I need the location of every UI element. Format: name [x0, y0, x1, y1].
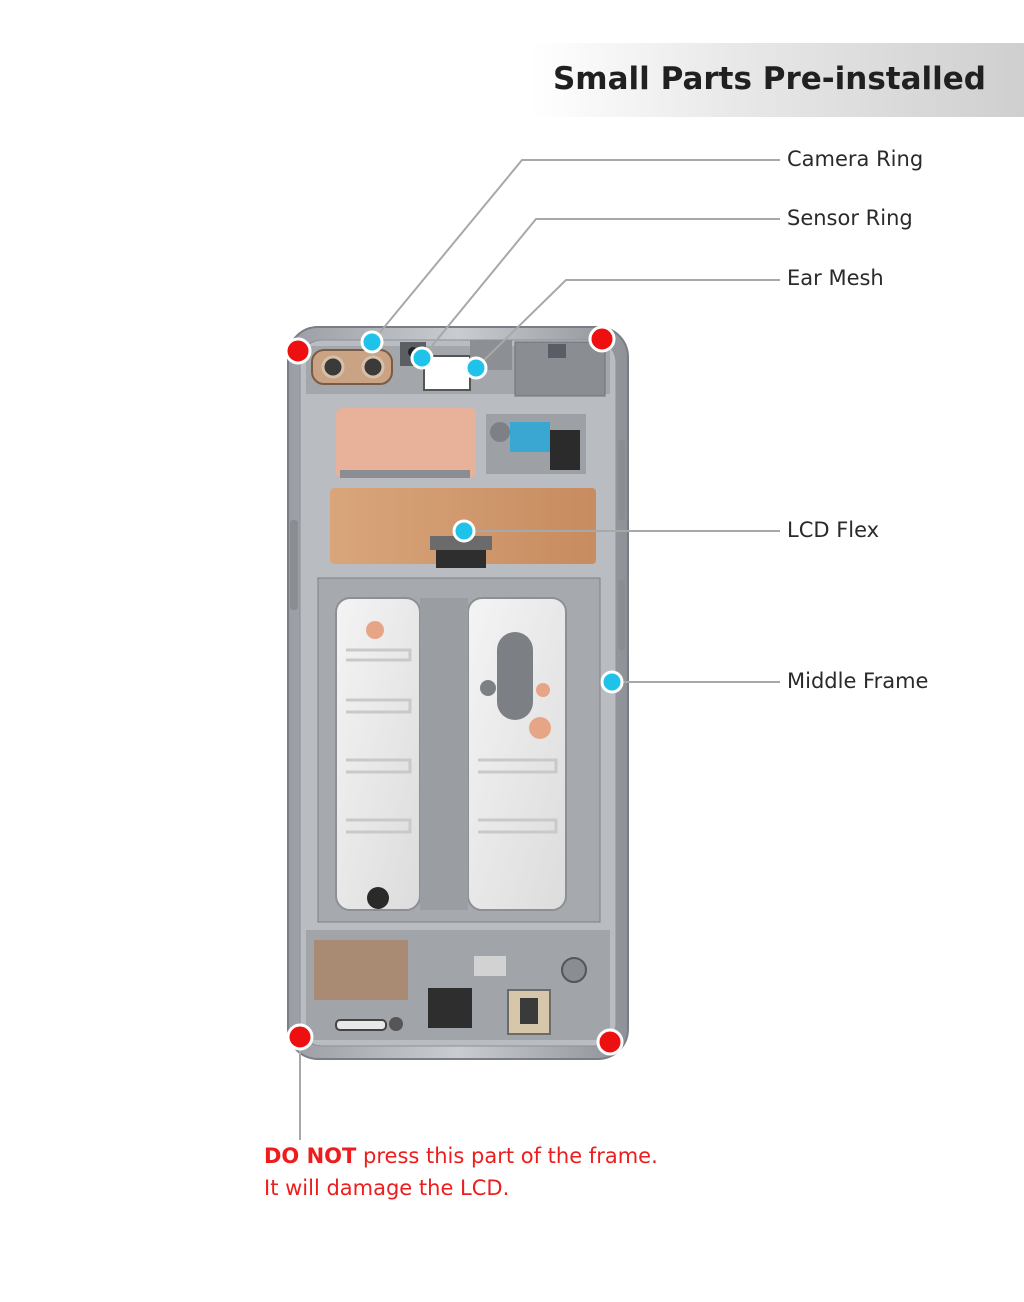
- leader-lines: [299, 159, 780, 1140]
- warning-line-1: DO NOT press this part of the frame.: [264, 1140, 658, 1172]
- dot-camera-ring: [360, 330, 384, 354]
- warning-dots: [284, 325, 624, 1056]
- warning-dot-top-right: [588, 325, 616, 353]
- header-banner: Small Parts Pre-installed: [530, 43, 1024, 117]
- warning-line-2: It will damage the LCD.: [264, 1176, 510, 1200]
- label-camera-ring: Camera Ring: [787, 147, 924, 171]
- label-ear-mesh: Ear Mesh: [787, 266, 884, 290]
- bottom-module-area: [306, 930, 610, 1040]
- leader-sensor-ring: [421, 218, 780, 359]
- leader-ear-mesh: [475, 279, 780, 369]
- label-lcd-flex: LCD Flex: [787, 518, 880, 542]
- label-middle-frame: Middle Frame: [787, 669, 929, 693]
- dot-lcd-flex: [452, 519, 476, 543]
- warning-text: DO NOT press this part of the frame. It …: [264, 1140, 658, 1204]
- side-buttons: [290, 440, 625, 650]
- label-sensor-ring: Sensor Ring: [787, 206, 913, 230]
- upper-copper-sheet: [336, 408, 586, 478]
- warning-dot-top-left: [284, 337, 312, 365]
- warning-line-1-rest: press this part of the frame.: [356, 1144, 658, 1168]
- banner-title: Small Parts Pre-installed: [552, 61, 986, 97]
- dot-middle-frame: [600, 670, 624, 694]
- dot-ear-mesh: [464, 356, 488, 380]
- leader-camera-ring: [371, 159, 780, 343]
- callout-dots: [360, 330, 624, 694]
- dot-sensor-ring: [410, 346, 434, 370]
- shield-plate: [317, 577, 601, 923]
- top-module-area: [306, 340, 610, 397]
- warning-dot-bottom-right: [596, 1028, 624, 1056]
- warning-strong: DO NOT: [264, 1144, 357, 1168]
- warning-dot-bottom-left: [286, 1023, 314, 1051]
